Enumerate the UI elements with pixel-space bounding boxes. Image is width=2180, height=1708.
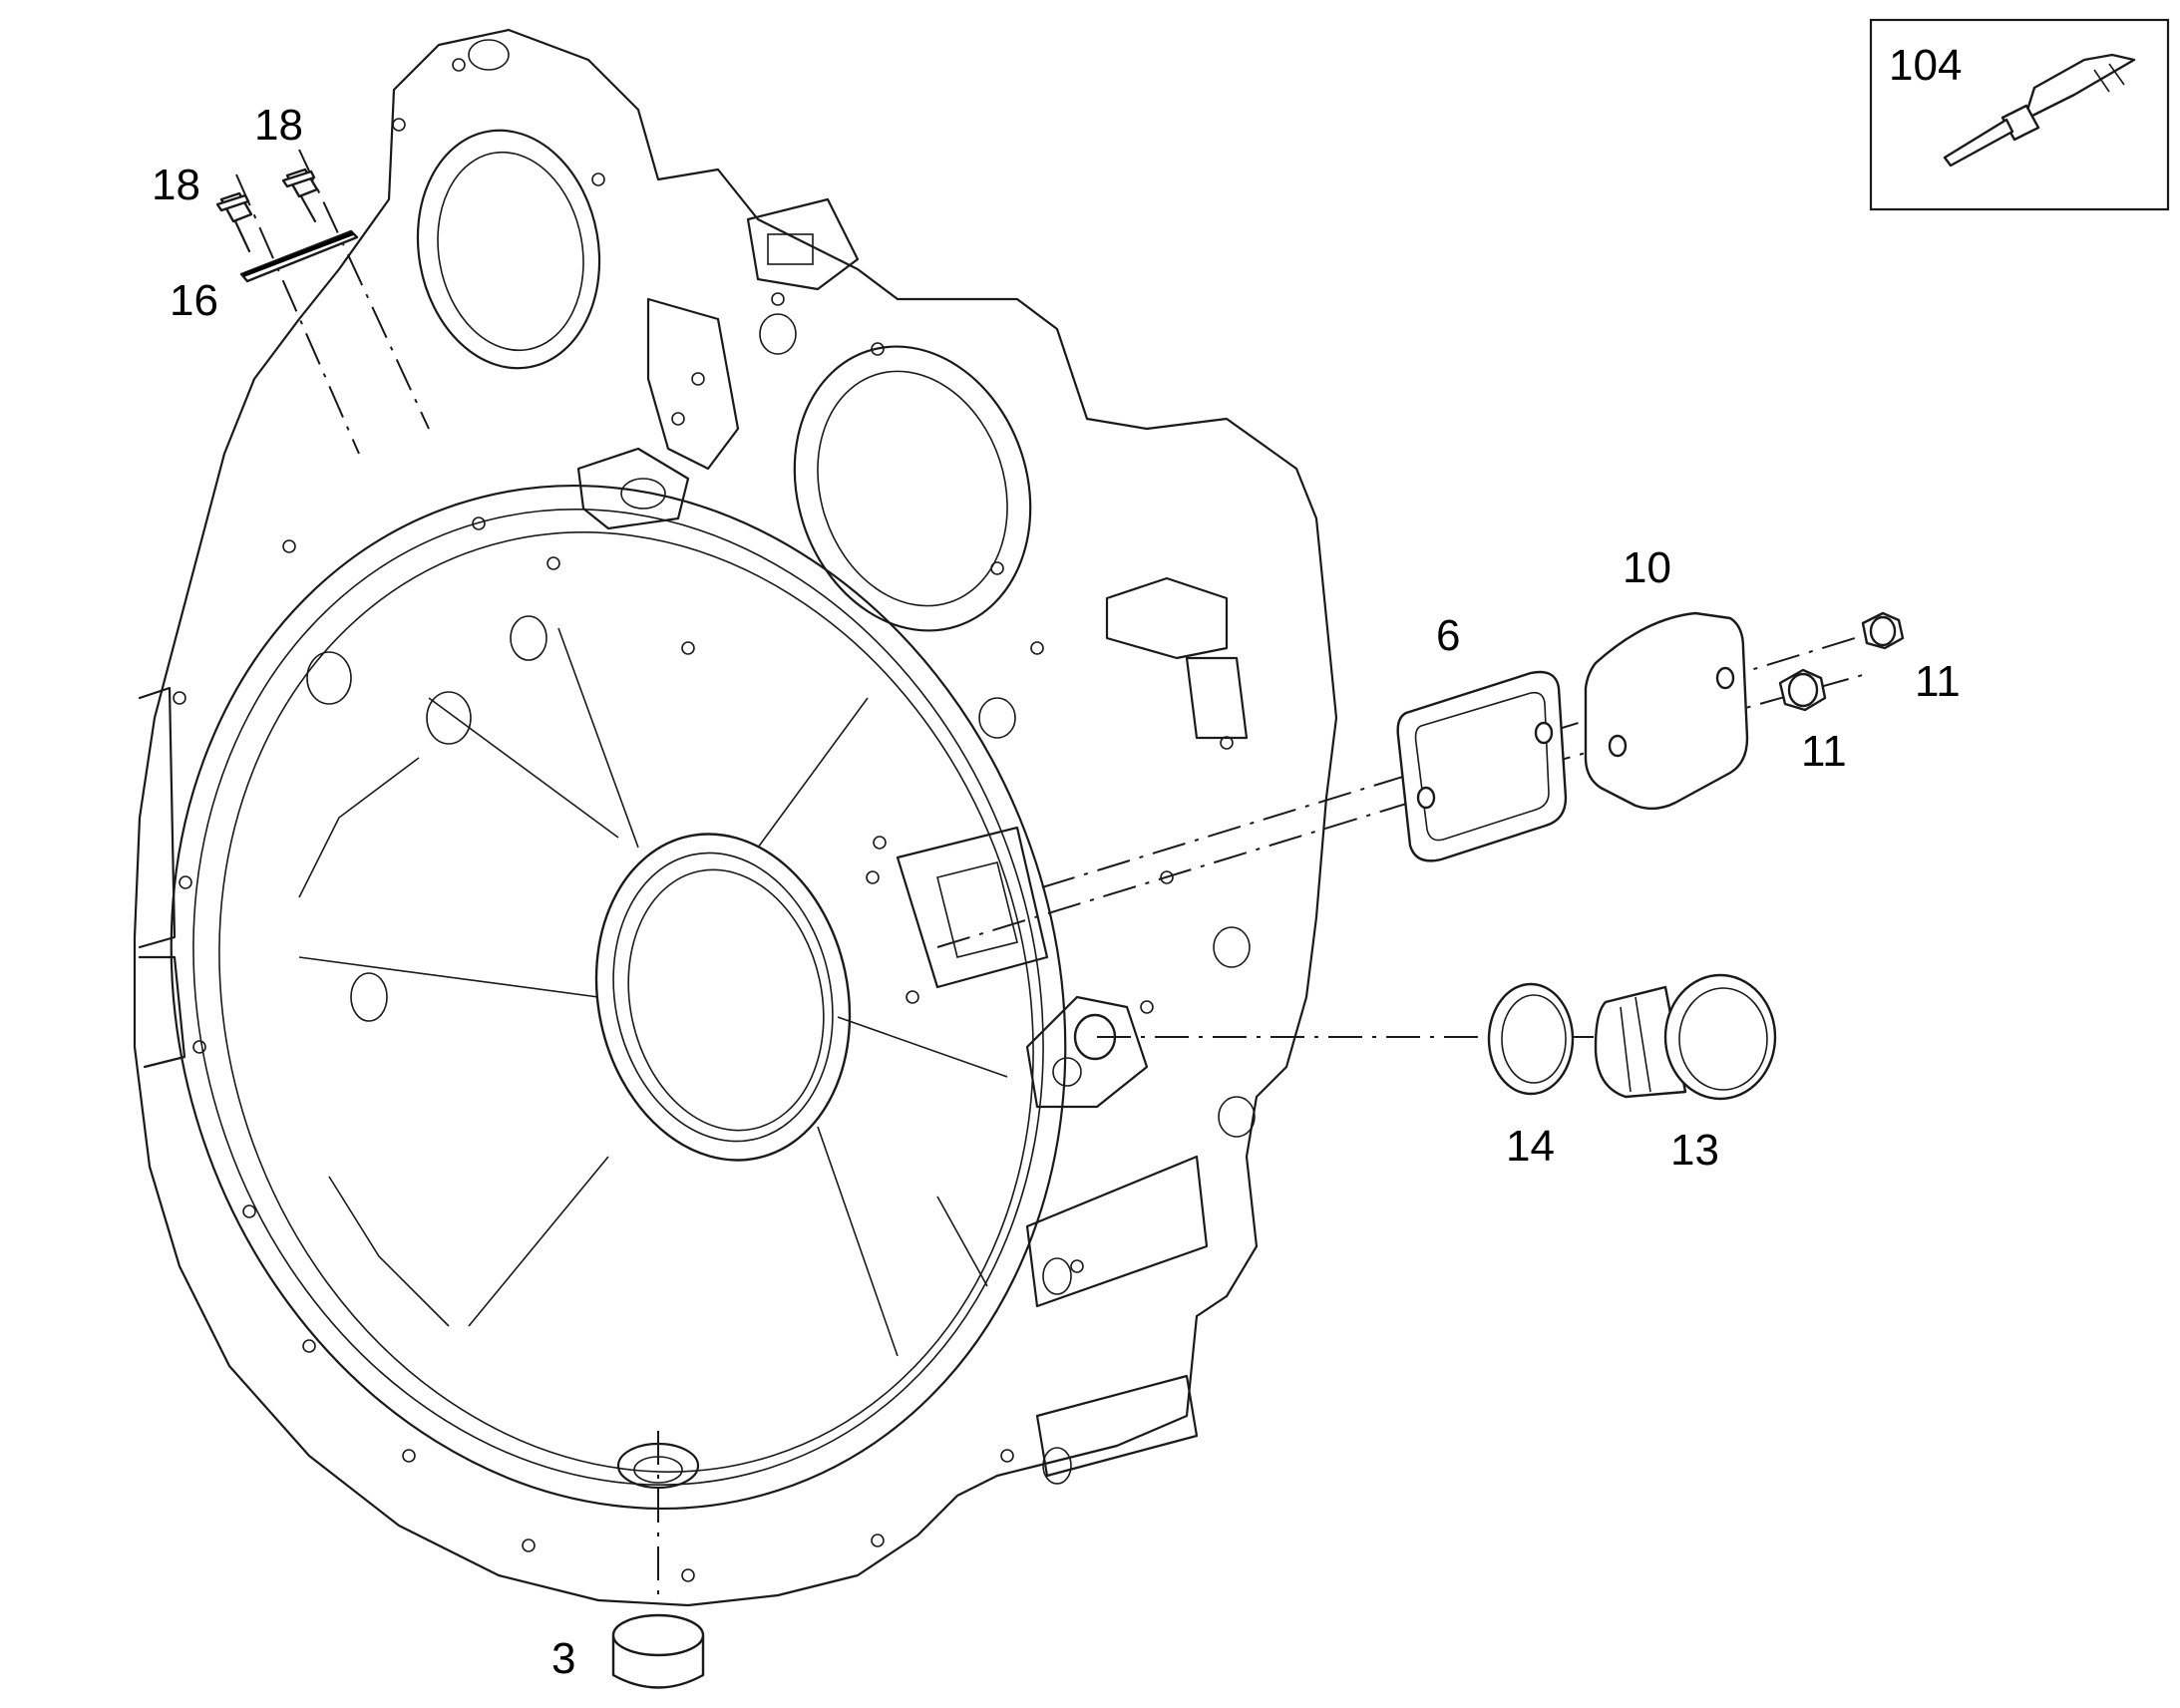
part-14-seal-ring	[1487, 982, 1575, 1096]
part-11-plug-upper	[1861, 611, 1905, 650]
flange-bolt-holes	[173, 58, 1234, 1582]
label-14: 14	[1506, 1122, 1555, 1171]
part-18-bolt-right	[281, 168, 319, 223]
label-6: 6	[1436, 611, 1460, 660]
part-104-inset-box	[1869, 18, 2170, 211]
label-3: 3	[551, 1634, 575, 1683]
part-18-bolt-left	[215, 191, 253, 253]
part-16-cover-plate	[239, 229, 359, 283]
sealant-tube-icon	[1943, 53, 2136, 168]
part-11-plug-lower	[1778, 668, 1827, 712]
label-11-upper: 11	[1915, 657, 1961, 706]
assembly-centerlines	[235, 149, 1871, 1595]
part-13-sensor-plug	[1594, 973, 1777, 1101]
label-104: 104	[1889, 41, 1962, 90]
label-18-left: 18	[152, 161, 200, 209]
label-10: 10	[1623, 543, 1671, 592]
part-6-gasket	[1396, 670, 1568, 862]
part-10-cover	[1584, 611, 1749, 811]
label-18-right: 18	[254, 101, 303, 150]
part-3-cap	[611, 1613, 705, 1689]
callout-labels: 3 6 10 11 11 13 14 16 18 18 104	[152, 41, 1962, 1683]
label-13: 13	[1670, 1126, 1719, 1175]
label-16: 16	[170, 276, 218, 325]
label-11-lower: 11	[1801, 727, 1847, 776]
flywheel-housing	[133, 28, 1338, 1607]
